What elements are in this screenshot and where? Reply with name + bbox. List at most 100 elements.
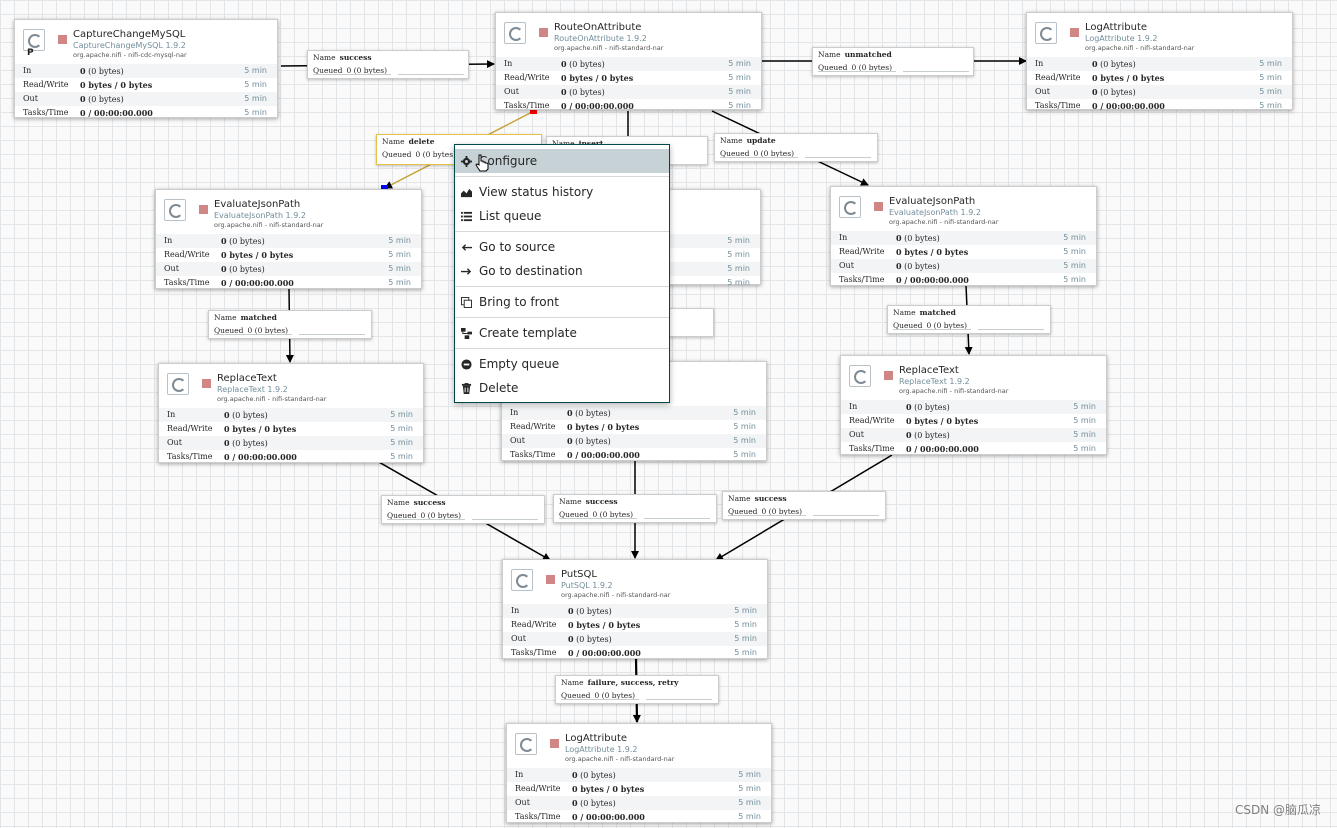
stopped-icon: [884, 371, 893, 380]
stat-window: 5 min: [390, 424, 413, 433]
stat-in-value: 0: [567, 408, 573, 418]
queue-size-bar: [398, 74, 464, 75]
stat-label-out: Out: [511, 634, 526, 643]
processor-log-attribute-bottom[interactable]: LogAttribute LogAttribute 1.9.2 org.apac…: [506, 723, 772, 823]
processor-name: LogAttribute: [1085, 22, 1148, 33]
stat-label-out: Out: [504, 87, 519, 96]
conn-queued-key: Queued: [382, 150, 412, 159]
stat-label-in: In: [839, 233, 848, 242]
processor-icon: [511, 569, 533, 591]
stat-window: 5 min: [728, 87, 751, 96]
connection-context-menu: Configure View status history List queue…: [454, 144, 670, 403]
stat-label-tasks: Tasks/Time: [167, 452, 213, 461]
queue-count-bar: [728, 515, 806, 516]
conn-queued-value: 0: [594, 691, 600, 700]
conn-name-key: Name: [720, 136, 743, 145]
menu-item-label: Configure: [479, 154, 538, 168]
stat-label-tasks: Tasks/Time: [23, 108, 69, 117]
stat-window: 5 min: [1259, 59, 1282, 68]
conn-queued-detail: (0 bytes): [760, 149, 795, 158]
stat-in-value: 0: [568, 606, 574, 616]
stat-in-value: 0: [561, 59, 567, 69]
stat-tasks-value: 0 / 00:00:00.000: [568, 648, 641, 658]
menu-item-configure[interactable]: Configure: [455, 149, 669, 173]
stat-rw-value: 0 bytes / 0 bytes: [1092, 73, 1165, 83]
processor-bundle: org.apache.nifi - nifi-cdc-mysql-nar: [73, 51, 187, 59]
conn-name-key: Name: [728, 494, 751, 503]
menu-item-delete[interactable]: Delete: [455, 376, 669, 400]
processor-name: EvaluateJsonPath: [889, 196, 976, 207]
list-icon: [461, 211, 472, 222]
stat-window: 5 min: [244, 108, 267, 117]
stat-label-tasks: Tasks/Time: [504, 101, 550, 110]
stat-out-value: 0: [221, 264, 227, 274]
processor-type: LogAttribute 1.9.2: [565, 745, 638, 754]
processor-type: CaptureChangeMySQL 1.9.2: [73, 41, 186, 50]
processor-replace-text-left[interactable]: ReplaceText ReplaceText 1.9.2 org.apache…: [158, 363, 424, 463]
stat-label-tasks: Tasks/Time: [1035, 101, 1081, 110]
stat-label-in: In: [23, 66, 32, 75]
stat-window: 5 min: [388, 264, 411, 273]
processor-bundle: org.apache.nifi - nifi-standard-nar: [1085, 44, 1195, 52]
stopped-icon: [58, 35, 67, 44]
stat-label-out: Out: [515, 798, 530, 807]
stat-window: 5 min: [734, 634, 757, 643]
menu-item-view-status-history[interactable]: View status history: [455, 180, 669, 204]
conn-queued-value: 0: [346, 66, 352, 75]
processor-put-sql[interactable]: PutSQL PutSQL 1.9.2 org.apache.nifi - ni…: [502, 559, 768, 659]
template-icon: [461, 328, 472, 339]
stat-label-rw: Read/Write: [839, 247, 885, 256]
processor-replace-text-right[interactable]: ReplaceText ReplaceText 1.9.2 org.apache…: [840, 355, 1107, 455]
stat-label-rw: Read/Write: [849, 416, 895, 425]
stat-window: 5 min: [388, 278, 411, 287]
stat-out-detail: (0 bytes): [1100, 88, 1136, 97]
queue-size-bar: [903, 71, 969, 72]
menu-item-create-template[interactable]: Create template: [455, 321, 669, 345]
conn-name-value: unmatched: [844, 50, 892, 59]
hand-pointer-icon: [475, 154, 489, 172]
stopped-icon: [539, 28, 548, 37]
destination-handle[interactable]: [381, 185, 388, 192]
processor-name: LogAttribute: [565, 733, 628, 744]
menu-item-list-queue[interactable]: List queue: [455, 204, 669, 228]
queue-count-bar: [893, 329, 971, 330]
processor-icon: [515, 733, 537, 755]
arrow-left-icon: [461, 244, 472, 251]
menu-item-empty-queue[interactable]: Empty queue: [455, 352, 669, 376]
stat-window: 5 min: [1073, 416, 1096, 425]
stat-in-value: 0: [80, 66, 86, 76]
conn-name-key: Name: [382, 137, 405, 146]
menu-item-label: Bring to front: [479, 295, 559, 309]
processor-capture-change-mysql[interactable]: P CaptureChangeMySQL CaptureChangeMySQL …: [14, 19, 278, 118]
processor-bundle: org.apache.nifi - nifi-standard-nar: [889, 218, 999, 226]
processor-evaluate-json-path-right[interactable]: EvaluateJsonPath EvaluateJsonPath 1.9.2 …: [830, 186, 1097, 286]
stat-label-in: In: [504, 59, 513, 68]
processor-route-on-attribute[interactable]: RouteOnAttribute RouteOnAttribute 1.9.2 …: [495, 12, 762, 113]
stat-window: 5 min: [1073, 444, 1096, 453]
menu-item-bring-to-front[interactable]: Bring to front: [455, 290, 669, 314]
source-handle[interactable]: [530, 107, 537, 114]
stat-window: 5 min: [728, 101, 751, 110]
conn-queued-key: Queued: [728, 507, 758, 516]
stat-window: 5 min: [388, 236, 411, 245]
processor-evaluate-json-path-left[interactable]: EvaluateJsonPath EvaluateJsonPath 1.9.2 …: [155, 189, 422, 289]
menu-item-go-to-destination[interactable]: Go to destination: [455, 259, 669, 283]
queue-count-bar: [313, 74, 391, 75]
menu-item-go-to-source[interactable]: Go to source: [455, 235, 669, 259]
stopped-icon: [202, 379, 211, 388]
processor-log-attribute-top[interactable]: LogAttribute LogAttribute 1.9.2 org.apac…: [1026, 12, 1293, 113]
